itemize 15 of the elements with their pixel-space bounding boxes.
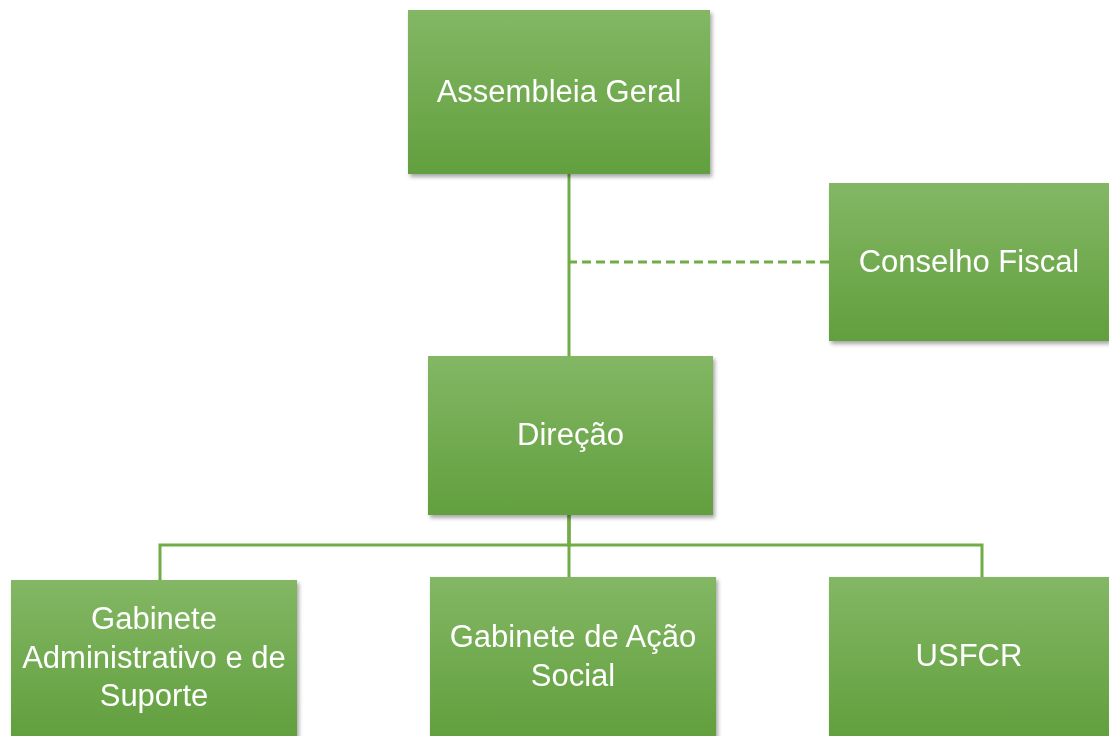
box-label: Conselho Fiscal [858, 242, 1080, 281]
box-label: Gabinete Administrativo e de Suporte [21, 600, 287, 716]
org-box [430, 577, 716, 736]
org-box [11, 580, 297, 736]
org-box [428, 356, 713, 515]
connector-line [567, 515, 984, 577]
org-box [829, 577, 1109, 736]
org-box [829, 183, 1109, 341]
dashed-connector [569, 260, 829, 264]
box-label: Gabinete de Ação Social [448, 618, 698, 695]
connector-line [567, 174, 571, 356]
box-label: Assembleia Geral [436, 72, 682, 111]
box-label: USFCR [915, 637, 1023, 676]
box-label: Direção [517, 416, 624, 455]
org-box [408, 10, 710, 174]
